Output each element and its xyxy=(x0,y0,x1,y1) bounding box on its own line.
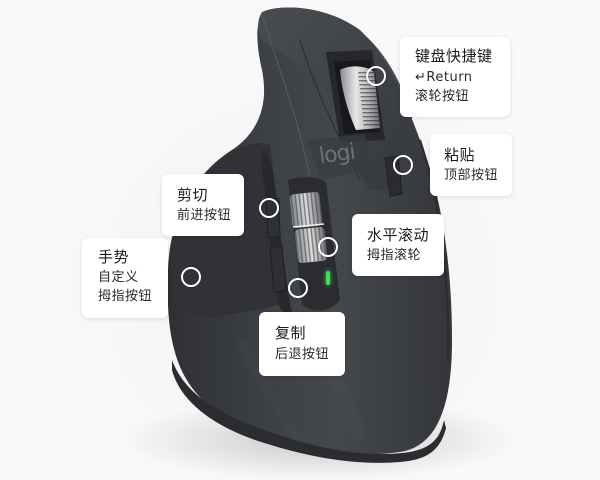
callout-title: 手势 xyxy=(98,248,130,266)
callout-shortcut: ↵Return xyxy=(415,70,473,85)
thumb-wheel-hotspot[interactable] xyxy=(318,237,338,257)
logi-logo: logi xyxy=(317,139,357,170)
callout-title: 键盘快捷键 xyxy=(415,47,493,65)
callout-subtitle: 后退按钮 xyxy=(275,347,330,362)
gesture-button-hotspot[interactable] xyxy=(181,267,201,287)
callout-subtitle-2: 拇指按钮 xyxy=(98,289,153,304)
callout-subtitle: 滚轮按钮 xyxy=(415,89,470,104)
status-led xyxy=(326,271,330,285)
return-arrow-icon: ↵ xyxy=(415,70,427,85)
callout-thumb-wheel: 水平滚动 拇指滚轮 xyxy=(352,214,444,276)
callout-back-button: 复制 后退按钮 xyxy=(259,312,345,376)
forward-button-hotspot[interactable] xyxy=(259,198,279,218)
callout-title: 水平滚动 xyxy=(367,226,430,244)
callout-subtitle: 自定义 xyxy=(98,270,139,285)
callout-scroll-wheel: 键盘快捷键 ↵Return 滚轮按钮 xyxy=(400,37,510,117)
callout-title: 复制 xyxy=(275,324,307,342)
callout-gesture-button: 手势 自定义 拇指按钮 xyxy=(82,238,168,318)
callout-subtitle: 顶部按钮 xyxy=(444,168,499,183)
callout-forward-button: 剪切 前进按钮 xyxy=(162,174,244,236)
callout-subtitle: 前进按钮 xyxy=(177,208,232,223)
callout-title: 剪切 xyxy=(177,186,209,204)
top-button-hotspot[interactable] xyxy=(393,155,413,175)
scroll-wheel-hotspot[interactable] xyxy=(366,66,386,86)
callout-subtitle: 拇指滚轮 xyxy=(367,248,422,263)
back-button-hotspot[interactable] xyxy=(288,278,308,298)
callout-title: 粘贴 xyxy=(444,146,476,164)
callout-top-button: 粘贴 顶部按钮 xyxy=(430,134,512,196)
